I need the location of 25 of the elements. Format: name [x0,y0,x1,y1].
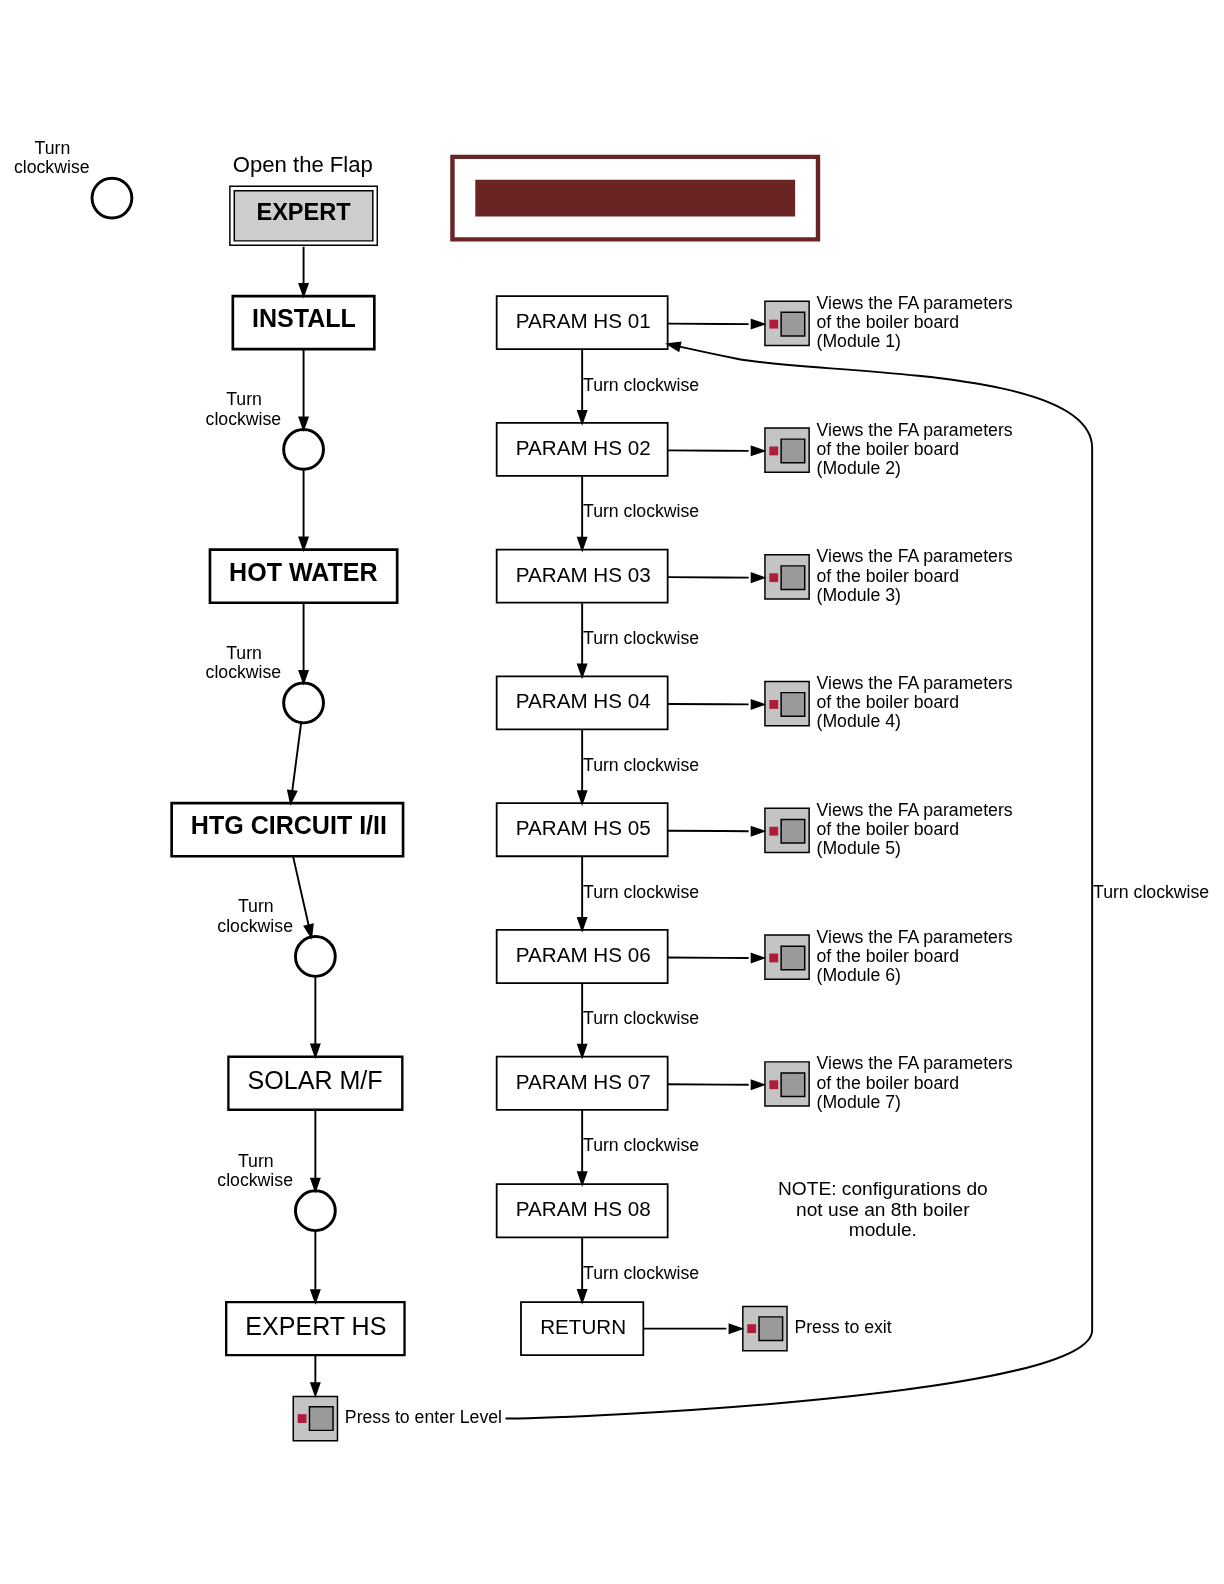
edge-label: Turn clockwise [583,500,700,521]
node-label: Views the FA parameters of the boiler board (Module 6) [816,926,1013,985]
edge-label: Turn clockwise [583,754,700,775]
node-label: Views the FA parameters of the boiler board (Module 5) [816,799,1013,858]
node-label: Turn clockwise [217,895,293,936]
node-label: Press to exit [794,1316,892,1337]
edge-label: Turn clockwise [583,1262,700,1283]
node-label: Views the FA parameters of the boiler board (Module 2) [816,419,1013,478]
node-label: Views the FA parameters of the boiler board (Module 3) [816,545,1013,605]
node-label: Turn clockwise [217,1150,293,1190]
node-label: Views the FA parameters of the boiler board (Module 7) [816,1052,1013,1112]
node-label: Turn clockwise [205,642,282,682]
edge-label: Turn clockwise [583,1007,700,1028]
edge-label: Turn clockwise [583,374,700,395]
edge-label: Turn clockwise [583,627,700,648]
node-label: Open the Flap [232,151,373,177]
node-label: Views the FA parameters of the boiler board (Module 4) [816,672,1013,731]
node-label: Turn clockwise [205,388,282,429]
node-label: Turn clockwise [13,137,90,177]
edge-label: Turn clockwise [583,1134,700,1155]
node-label: Press to enter Level [344,1406,503,1427]
label: NOTE: configurations do not use an 8th boiler module. [777,1177,988,1240]
node-label: Views the FA parameters of the boiler board (Module 1) [816,292,1013,351]
edge-label: Turn clockwise [1093,881,1210,902]
edge-label: Turn clockwise [583,881,700,902]
